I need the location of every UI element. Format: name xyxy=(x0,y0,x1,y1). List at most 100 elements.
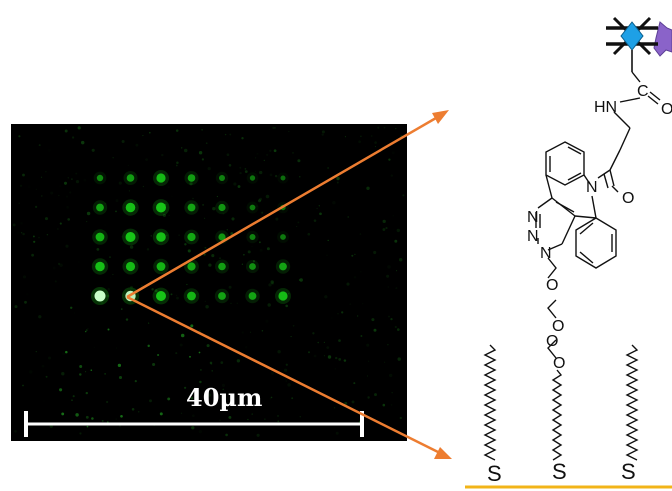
noise-speck xyxy=(188,394,191,397)
noise-speck xyxy=(14,429,17,433)
alkyl-chain-left xyxy=(483,344,497,461)
noise-speck xyxy=(374,141,377,144)
noise-speck xyxy=(16,187,17,188)
noise-speck xyxy=(69,191,72,194)
noise-speck xyxy=(142,135,144,137)
noise-speck xyxy=(317,341,319,344)
noise-speck xyxy=(242,331,244,333)
noise-speck xyxy=(269,173,273,177)
noise-speck xyxy=(346,282,350,286)
noise-speck xyxy=(224,133,227,136)
noise-speck xyxy=(271,282,274,285)
noise-speck xyxy=(349,303,352,305)
noise-speck xyxy=(159,412,163,416)
benzene-ring-upper xyxy=(545,141,585,186)
noise-speck xyxy=(201,158,205,161)
atom-sulfur-right: S xyxy=(621,459,636,484)
noise-speck xyxy=(285,304,288,308)
noise-speck xyxy=(236,359,241,363)
noise-speck xyxy=(28,185,31,188)
noise-speck xyxy=(367,360,370,362)
noise-speck xyxy=(203,253,206,256)
noise-speck xyxy=(101,301,104,305)
noise-speck xyxy=(228,164,232,167)
noise-speck xyxy=(170,293,173,296)
noise-speck xyxy=(147,322,150,324)
noise-speck xyxy=(127,164,129,167)
noise-speck xyxy=(54,280,57,283)
noise-speck xyxy=(110,277,111,278)
noise-speck xyxy=(148,131,151,134)
noise-speck xyxy=(360,335,363,337)
noise-speck xyxy=(151,288,154,291)
noise-speck xyxy=(120,414,123,418)
fluorescent-spot xyxy=(156,291,166,301)
noise-speck xyxy=(351,254,354,257)
noise-speck xyxy=(57,262,61,266)
noise-speck xyxy=(353,382,356,385)
fluorescent-spot xyxy=(156,232,166,242)
noise-speck xyxy=(397,357,401,361)
noise-speck xyxy=(259,170,263,175)
noise-speck xyxy=(184,243,187,246)
fluorescent-spot xyxy=(280,175,286,181)
noise-speck xyxy=(251,245,253,248)
noise-speck xyxy=(211,370,213,372)
fluorescent-spot xyxy=(96,174,104,182)
noise-speck xyxy=(221,383,226,387)
noise-speck xyxy=(212,207,216,211)
fluorescent-spot xyxy=(156,173,166,183)
noise-speck xyxy=(399,416,402,420)
noise-speck xyxy=(354,253,356,256)
fluorescent-spot xyxy=(187,262,196,271)
noise-speck xyxy=(291,397,294,400)
noise-speck xyxy=(75,172,78,175)
noise-speck xyxy=(71,399,73,401)
noise-speck xyxy=(206,344,210,348)
noise-speck xyxy=(198,351,201,354)
noise-speck xyxy=(71,136,75,139)
molecular-structure: C O HN O N xyxy=(483,16,672,486)
scale-bar: 40µm xyxy=(24,383,364,437)
noise-speck xyxy=(86,211,91,216)
noise-speck xyxy=(149,399,152,403)
noise-speck xyxy=(180,412,183,415)
noise-speck xyxy=(208,263,212,267)
noise-speck xyxy=(190,397,194,400)
protein-cartoon xyxy=(606,16,672,72)
noise-speck xyxy=(26,293,29,296)
noise-speck xyxy=(112,157,114,159)
noise-speck xyxy=(327,239,329,242)
noise-speck xyxy=(291,262,293,264)
noise-speck xyxy=(333,407,336,409)
noise-speck xyxy=(261,329,264,332)
atom-triazole-n1: N xyxy=(527,209,539,226)
noise-speck xyxy=(388,158,391,161)
noise-speck xyxy=(222,212,225,215)
noise-speck xyxy=(101,419,104,422)
noise-speck xyxy=(307,232,311,236)
noise-speck xyxy=(351,400,355,404)
noise-speck xyxy=(65,350,68,354)
noise-speck xyxy=(269,149,272,152)
noise-speck xyxy=(157,353,160,357)
noise-speck xyxy=(59,222,62,225)
noise-speck xyxy=(392,215,394,217)
upper-arrowhead xyxy=(432,110,449,124)
noise-speck xyxy=(396,228,401,233)
noise-speck xyxy=(239,171,242,175)
noise-speck xyxy=(45,171,47,173)
noise-speck xyxy=(390,404,393,406)
noise-speck xyxy=(241,137,244,140)
benzene-ring-lower xyxy=(575,217,617,269)
noise-speck xyxy=(207,166,211,171)
noise-speck xyxy=(79,138,80,139)
noise-speck xyxy=(296,225,298,228)
noise-speck xyxy=(38,315,42,319)
noise-speck xyxy=(180,333,185,338)
fluorescent-spot xyxy=(278,291,288,301)
noise-speck xyxy=(366,343,370,347)
noise-speck xyxy=(270,371,275,375)
noise-speck xyxy=(377,126,380,129)
